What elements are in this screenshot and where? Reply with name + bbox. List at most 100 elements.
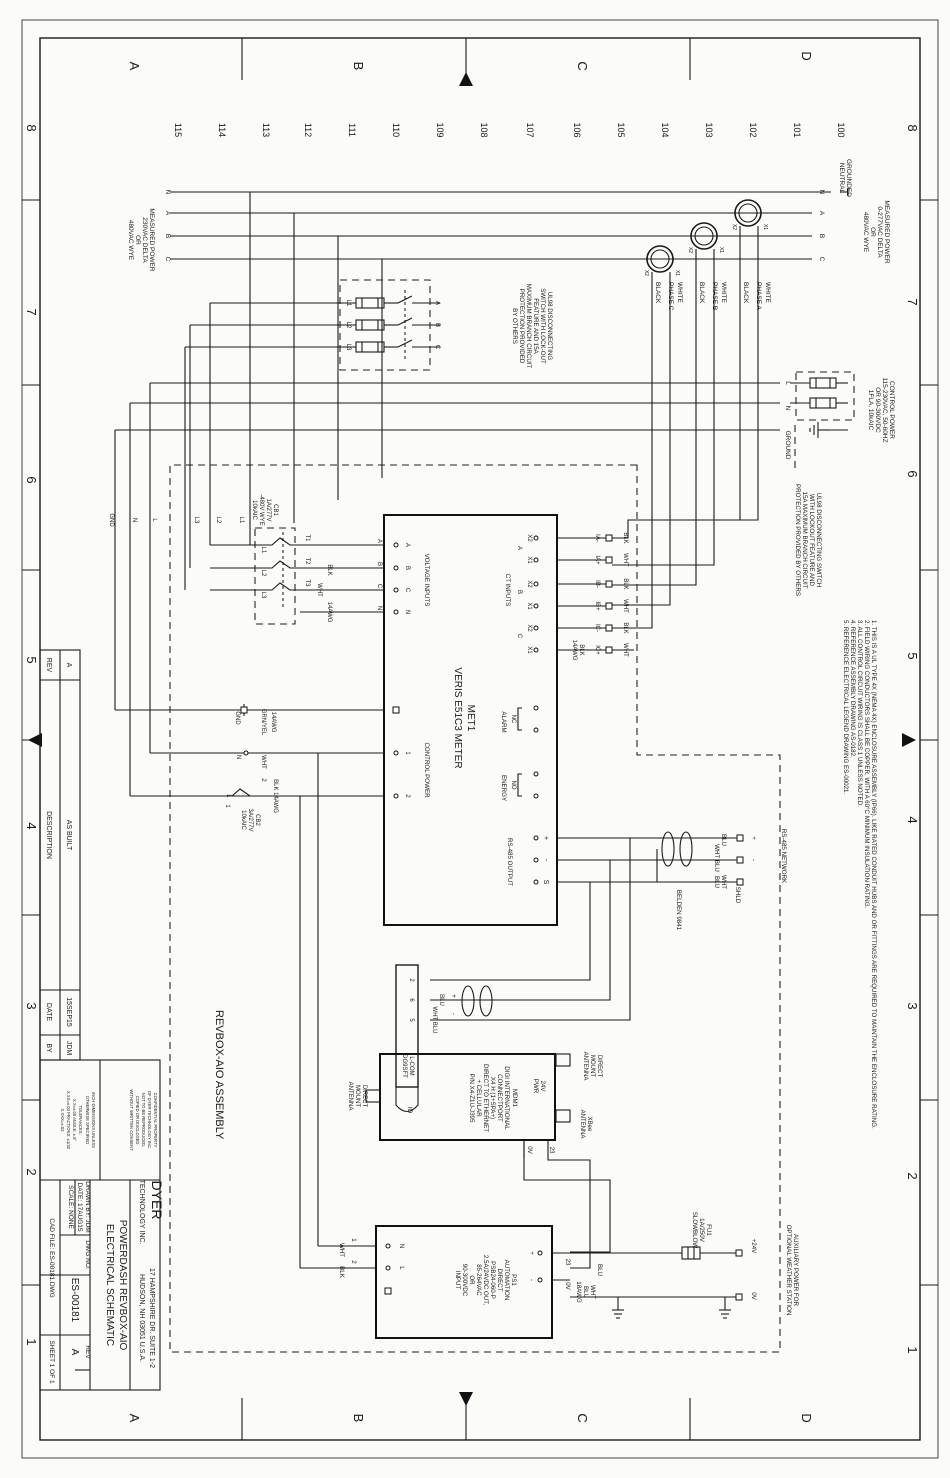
meter-voltage-inputs: VOLTAGE INPUTS	[423, 554, 430, 607]
measured-power-top-bus	[170, 188, 849, 260]
zone-letter-top-a: A	[127, 62, 142, 71]
ul98-main-disconnect	[185, 279, 440, 371]
cb1-blk: BLK	[326, 564, 332, 575]
zone-num-left-2: 2	[24, 1168, 39, 1175]
voltage-left-n: N	[376, 606, 382, 610]
rs485-net-plus-term-icon	[736, 834, 744, 842]
ant1-l1: DIRECT	[596, 1055, 602, 1078]
confidential-text: CONFIDENTIAL PROPERTY OF DYER TECHNOLOGY…	[60, 1089, 158, 1151]
modem-text-1: DIGI INTERNATIONAL	[503, 1066, 510, 1130]
measured-top-labels: GROUNDED NEUTRAL MEASURED POWER 0-277VAC…	[818, 159, 890, 264]
tol-6: X.XXX=±.02	[60, 1109, 65, 1133]
line-number-109: 109	[435, 122, 445, 137]
modem-connector-labels: 2 6 5 L-COM DG9SFT BLU WHT BLU + -	[401, 978, 456, 1078]
ul98-cp-text: UL98 DISCONNECTING SWITCH WITH LOCKOUT F…	[794, 484, 822, 596]
conf-1: CONFIDENTIAL PROPERTY	[153, 1093, 158, 1148]
line-number-112: 112	[303, 123, 313, 137]
rs485-blu-2: BLU	[713, 876, 720, 888]
ps1-ground-term-icon	[384, 1287, 392, 1295]
zone-num-right-3: 3	[905, 1002, 920, 1009]
line-number-115: 115	[173, 123, 183, 137]
control-fuse-n-icon	[809, 397, 837, 409]
modem-text-5: + CELLULAR	[475, 1079, 482, 1117]
conf-2: OF DYER TECHNOLOGY INC.	[147, 1091, 152, 1149]
zone-num-right-6: 6	[905, 470, 920, 477]
cb1-l2: L2	[260, 570, 266, 577]
aux-0v-term-icon	[735, 1293, 743, 1301]
fuse-l3-icon	[355, 341, 385, 353]
fu1-type: SLOWBLOW	[691, 1212, 698, 1249]
zone-num-left-8: 8	[24, 124, 39, 131]
cad-file: CAD FILE: ES-00181.DWG	[48, 1218, 55, 1297]
control-power-ground: GROUND	[784, 431, 791, 460]
meter-cp-labels: 1 2	[404, 751, 410, 798]
desc-header: DESCRIPTION	[45, 811, 52, 859]
conn-tag-1: L-COM	[408, 1056, 414, 1075]
meter-rs485-terminals	[533, 835, 740, 885]
ps1-text-8: INPUT	[454, 1271, 461, 1290]
antenna-1-icon	[555, 1053, 571, 1067]
conn-plus: +	[450, 994, 456, 998]
aux-0v: 0V	[750, 1292, 757, 1300]
control-power-input	[115, 371, 855, 468]
title-block-text: DYER TECHNOLOGY INC. 17 HAMPSHIRE DR. SU…	[48, 1180, 165, 1384]
meter-ct-phase: A B C BLK 14AWG	[516, 546, 584, 661]
rs485-network-title: RS-485 NETWORK	[780, 829, 787, 884]
dwg-no-label: DWG NO.	[84, 1240, 91, 1269]
ps1-text-2: DIRECT	[496, 1268, 503, 1291]
zone-letter-top-b: B	[351, 62, 366, 71]
ul98-c: C	[434, 345, 440, 350]
line-numbers: 100 101 102 103 104 105 106 107 108 109 …	[173, 122, 846, 137]
ct-phase-b: B	[516, 590, 522, 594]
feeder-wires	[114, 303, 250, 797]
cb2-gnd: GND	[234, 711, 240, 725]
ct-pin-1-icon	[533, 535, 539, 541]
ct-c-x1: X1	[674, 270, 680, 276]
cp-pin-2: 2	[404, 794, 410, 798]
zone-letter-bottom-c: C	[575, 1413, 590, 1422]
ct-phase-c: C	[516, 634, 522, 639]
meter-ct-inputs: CT INPUTS	[504, 574, 511, 607]
ct-a-black: BLACK	[742, 282, 749, 304]
measured-bottom-n: N	[164, 190, 171, 195]
ct-pin-label-3: X2	[526, 580, 532, 588]
zone-num-left-1: 1	[24, 1338, 39, 1345]
ul98-main-text-1: UL98 DISCONNECTING	[546, 292, 553, 361]
ct-inner-label-5: IC-	[594, 624, 600, 632]
zone-num-left-7: 7	[24, 308, 39, 315]
line-number-102: 102	[748, 122, 758, 137]
ant1-l3: ANTENNA	[582, 1052, 588, 1081]
tol-2: OTHERWISE SPECIFIED	[85, 1096, 90, 1145]
ct-pin-label-6: X1	[526, 646, 532, 654]
ps1-tag: PS1	[510, 1274, 517, 1286]
note-4: 4. REFERENCE ASSEMBLY DRAWING AS-0182.	[849, 620, 856, 758]
ul98-main-labels: A B C L1 L2 L3	[345, 300, 440, 351]
ps1-text-5: 85-264VAC	[475, 1264, 482, 1296]
ct-pin-4-icon	[533, 603, 539, 609]
meter-tag: MET1	[465, 705, 476, 732]
ant3-l2: MOUNT	[354, 1085, 360, 1107]
rs485-minus: -	[542, 859, 549, 862]
feed-l1: L1	[238, 517, 244, 524]
measured-top-c: C	[818, 257, 825, 262]
energy-no: NO	[510, 781, 516, 790]
cb2-breaker	[225, 704, 262, 797]
ps1-text-7: 90-300VDC	[461, 1264, 468, 1297]
aux-blu: BLU	[596, 1264, 603, 1276]
voltage-left-a: A	[376, 539, 382, 543]
drawing-scale: SCALE: NONE	[67, 1185, 74, 1229]
zone-letter-top-d: D	[799, 51, 814, 60]
rev-header: REV	[45, 658, 52, 673]
general-notes: 1. THIS IS A UL TYPE 4X (NEMA 4X) ENCLOS…	[842, 620, 877, 1129]
ps1-0v: 0V	[564, 1282, 571, 1290]
rev-a: A	[65, 663, 72, 668]
note-2: 2. FIELD WIRING CONDUCTORS SHALL BE COPP…	[863, 620, 870, 909]
modem-0v: 0V	[526, 1146, 533, 1154]
ct-c-x2: X2	[643, 270, 649, 276]
ps1-l: L	[398, 1266, 405, 1270]
ct-inner-label-1: IA-	[594, 534, 600, 542]
modem-text-6: P/N X4-Z1U-J395	[468, 1074, 475, 1123]
